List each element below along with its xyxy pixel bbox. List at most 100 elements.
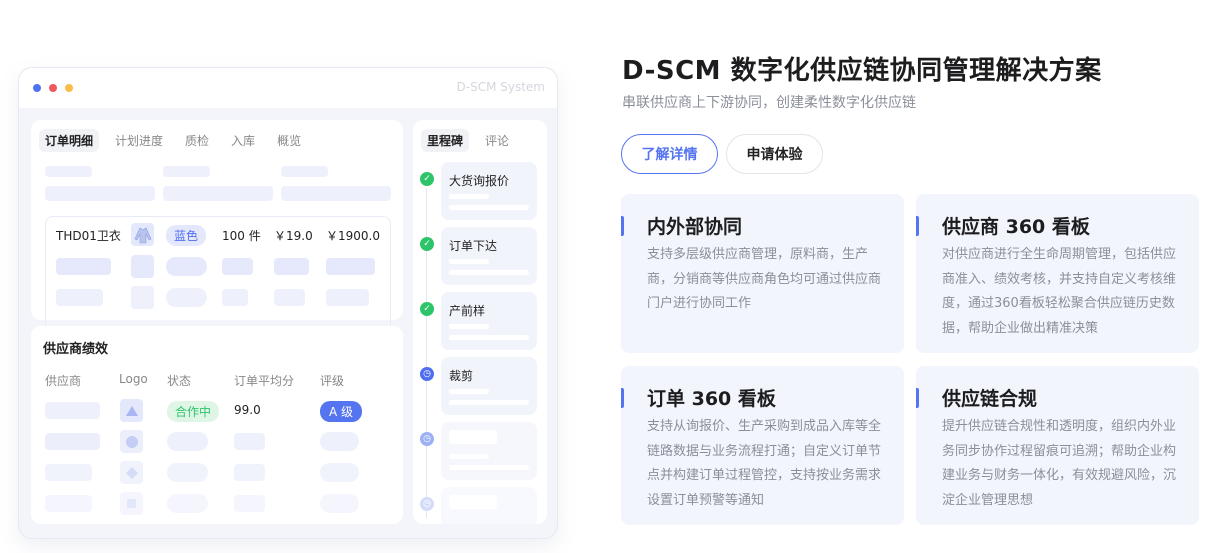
clock-icon: ◷ xyxy=(420,367,434,381)
circle-icon xyxy=(120,430,143,453)
skeleton xyxy=(131,286,154,309)
skeleton xyxy=(222,258,253,275)
skeleton xyxy=(281,186,391,201)
skeleton xyxy=(45,166,92,177)
skeleton xyxy=(234,464,265,481)
tab-quality-check[interactable]: 质检 xyxy=(185,134,210,148)
order-detail-panel: 订单明细 计划进度 质检 入库 概览 THD01卫衣 蓝色 100 件 ￥19.… xyxy=(31,120,403,336)
skeleton xyxy=(167,463,208,482)
feature-title: 供应链合规 xyxy=(942,388,1038,410)
tab-plan-progress[interactable]: 计划进度 xyxy=(115,134,164,148)
skeleton xyxy=(320,494,359,513)
column-header-grade: 评级 xyxy=(320,374,345,388)
window-dot-blue xyxy=(33,84,41,92)
accent-bar xyxy=(916,216,919,236)
milestone-title: 产前样 xyxy=(449,304,486,318)
page-subtitle: 串联供应商上下游协同，创建柔性数字化供应链 xyxy=(622,95,916,111)
skeleton xyxy=(320,463,359,482)
milestone-item[interactable]: 订单下达 xyxy=(441,227,537,285)
skeleton xyxy=(45,495,92,512)
color-tag: 蓝色 xyxy=(166,225,207,246)
tab-warehousing[interactable]: 入库 xyxy=(231,134,256,148)
feature-description: 支持从询报价、生产采购到成品入库等全链路数据与业务流程打通；自定义订单节点并构建… xyxy=(647,419,882,508)
avg-score: 99.0 xyxy=(234,403,261,417)
hoodie-icon xyxy=(131,223,154,246)
skeleton xyxy=(131,255,154,278)
skeleton xyxy=(45,433,100,450)
diamond-icon xyxy=(120,461,143,484)
milestone-title: 裁剪 xyxy=(449,369,474,383)
accent-bar xyxy=(621,216,624,236)
skeleton xyxy=(281,166,328,177)
skeleton xyxy=(163,166,210,177)
skeleton xyxy=(56,289,103,306)
tab-order-detail[interactable]: 订单明细 xyxy=(39,129,100,152)
page-title: D-SCM 数字化供应链协同管理解决方案 xyxy=(622,56,1102,86)
milestone-item[interactable]: 产前样 xyxy=(441,292,537,350)
milestone-title: 订单下达 xyxy=(449,239,498,253)
milestone-tabs: 里程碑 评论 xyxy=(421,129,515,152)
skeleton xyxy=(45,186,155,201)
feature-description: 支持多层级供应商管理，原料商，生产商，分销商等供应商角色均可通过供应商门户进行协… xyxy=(647,247,882,311)
skeleton xyxy=(449,454,489,459)
order-tabs: 订单明细 计划进度 质检 入库 概览 xyxy=(39,129,307,152)
skeleton xyxy=(326,289,369,306)
skeleton xyxy=(222,289,248,306)
window-dot-red xyxy=(49,84,57,92)
skeleton xyxy=(45,402,100,419)
app-mockup-window: D-SCM System 订单明细 计划进度 质检 入库 概览 THD01卫衣 … xyxy=(18,67,558,539)
milestone-item[interactable] xyxy=(441,487,537,524)
skeleton xyxy=(449,270,529,275)
apply-trial-button[interactable]: 申请体验 xyxy=(726,134,823,174)
column-header-status: 状态 xyxy=(167,374,192,388)
skeleton xyxy=(167,432,208,451)
skeleton xyxy=(449,194,489,199)
skeleton xyxy=(449,335,529,340)
skeleton xyxy=(449,259,489,264)
skeleton xyxy=(234,433,265,450)
milestone-item[interactable]: 裁剪 xyxy=(441,357,537,415)
skeleton xyxy=(449,205,529,210)
panel-title: 供应商绩效 xyxy=(43,342,109,357)
feature-description: 提升供应链合规性和透明度，组织内外业务同步协作过程留痕可追溯；帮助企业构建业务与… xyxy=(942,419,1177,508)
window-titlebar: D-SCM System xyxy=(19,68,557,108)
skeleton xyxy=(166,288,207,307)
milestone-title: 大货询报价 xyxy=(449,174,510,188)
skeleton xyxy=(449,495,497,509)
column-header-avg-score: 订单平均分 xyxy=(234,374,295,388)
check-icon: ✓ xyxy=(420,302,434,316)
unit-price: ￥19.0 xyxy=(274,229,313,243)
skeleton xyxy=(449,430,497,444)
status-badge: 合作中 xyxy=(167,401,220,422)
milestone-item[interactable]: 大货询报价 xyxy=(441,162,537,220)
tab-comments[interactable]: 评论 xyxy=(485,134,510,148)
skeleton xyxy=(45,464,92,481)
learn-more-button[interactable]: 了解详情 xyxy=(621,134,718,174)
window-dot-yellow xyxy=(65,84,73,92)
system-name: D-SCM System xyxy=(456,80,545,94)
skeleton xyxy=(449,389,489,394)
skeleton xyxy=(326,258,375,275)
milestone-item[interactable] xyxy=(441,422,537,480)
milestone-panel: 里程碑 评论 ✓ 大货询报价 ✓ 订单下达 ✓ 产前样 ◷ 裁剪 xyxy=(413,120,547,524)
tab-overview[interactable]: 概览 xyxy=(277,134,302,148)
feature-description: 对供应商进行全生命周期管理，包括供应商准入、绩效考核，并支持自定义考核维度，通过… xyxy=(942,247,1177,336)
feature-card-collaboration: 内外部协同 支持多层级供应商管理，原料商，生产商，分销商等供应商角色均可通过供应… xyxy=(621,194,904,353)
grade-badge: A 级 xyxy=(320,401,363,422)
skeleton xyxy=(166,257,207,276)
check-icon: ✓ xyxy=(420,172,434,186)
clock-icon: ◷ xyxy=(420,497,434,511)
order-row-card: THD01卫衣 蓝色 100 件 ￥19.0 ￥1900.0 xyxy=(45,216,391,336)
skeleton xyxy=(449,400,529,405)
skeleton xyxy=(449,324,489,329)
feature-card-supplier-dashboard: 供应商 360 看板 对供应商进行全生命周期管理，包括供应商准入、绩效考核，并支… xyxy=(916,194,1199,353)
accent-bar xyxy=(621,388,624,408)
skeleton xyxy=(274,258,309,275)
feature-title: 订单 360 看板 xyxy=(647,388,776,410)
skeleton xyxy=(163,186,273,201)
tab-milestones[interactable]: 里程碑 xyxy=(421,129,470,152)
supplier-performance-panel: 供应商绩效 供应商 Logo 状态 订单平均分 评级 合作中 99.0 A 级 xyxy=(31,326,403,524)
product-name: THD01卫衣 xyxy=(56,229,121,243)
accent-bar xyxy=(916,388,919,408)
column-header-supplier: 供应商 xyxy=(45,374,82,388)
